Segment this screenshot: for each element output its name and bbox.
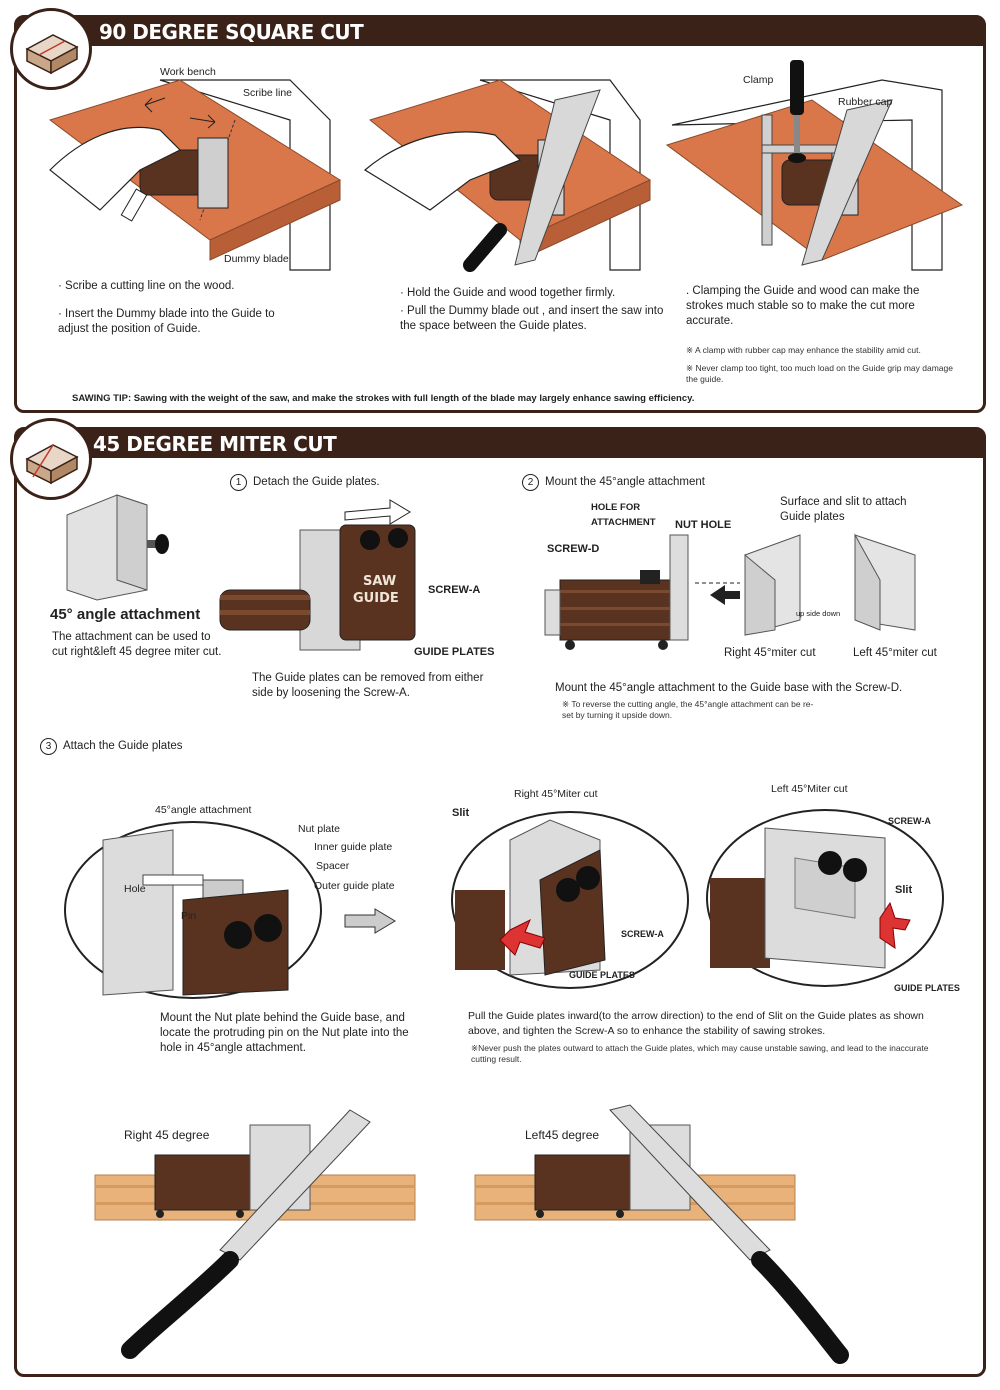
label-scribe-line: Scribe line xyxy=(243,87,293,99)
label-clamp: Clamp xyxy=(743,74,774,86)
label-hole-for-attachment: HOLE FOR ATTACHMENT xyxy=(591,502,656,528)
label-spacer: Spacer xyxy=(316,860,350,872)
left-miter-circle xyxy=(706,809,944,987)
guide-detach-illustration: SAW GUIDE xyxy=(219,499,416,651)
step2-note: ※ To reverse the cutting angle, the 45°a… xyxy=(562,699,814,720)
wood-block-icon xyxy=(10,418,92,500)
step-title-text: Detach the Guide plates. xyxy=(253,476,380,488)
label-slit: Slit xyxy=(452,807,470,819)
label-guide-plates-left: GUIDE PLATES xyxy=(894,983,960,993)
step-number: 3 xyxy=(40,738,57,755)
label-screw-a-left: SCREW-A xyxy=(888,816,931,826)
step2-line1: · Hold the Guide and wood together firml… xyxy=(400,287,616,299)
wood-block-icon xyxy=(10,8,92,90)
bottom-left-label: Left45 degree xyxy=(525,1128,600,1142)
label-rubber-cap: Rubber cap xyxy=(838,96,893,108)
illustration-clamp xyxy=(665,60,964,271)
step1-line1: · Scribe a cutting line on the wood. xyxy=(58,280,235,292)
label-pin: Pin xyxy=(181,910,197,922)
step2-title: 2 Mount the 45°angle attachment xyxy=(522,474,705,491)
step2-desc: Mount the 45°angle attachment to the Gui… xyxy=(555,682,903,694)
guide-brand-saw: SAW xyxy=(363,574,396,589)
step-title-text: Attach the Guide plates xyxy=(63,740,183,752)
illustration-hold xyxy=(363,79,652,272)
right-miter-circle xyxy=(451,811,689,989)
attachment-mount-illustration xyxy=(544,533,916,650)
step-number: 2 xyxy=(522,474,539,491)
step3-note2: ※ Never clamp too tight, too much load o… xyxy=(686,363,953,384)
label-dummy-blade: Dummy blade xyxy=(224,253,289,265)
label-outer-guide: Outer guide plate xyxy=(314,880,395,892)
section-header xyxy=(17,18,983,46)
step3-desc-right: Pull the Guide plates inward(to the arro… xyxy=(468,1010,924,1037)
label-nut-hole: NUT HOLE xyxy=(675,519,732,531)
label-left-miter: Left 45°miter cut xyxy=(853,647,937,659)
bottom-right-label: Right 45 degree xyxy=(124,1128,210,1142)
attachment-desc: The attachment can be used to cut right&… xyxy=(52,631,222,658)
attachment-title: 45° angle attachment xyxy=(50,606,201,623)
label-work-bench: Work bench xyxy=(160,66,216,78)
step-number: 1 xyxy=(230,474,247,491)
label-nut-plate: Nut plate xyxy=(298,823,341,835)
nut-plate-circle xyxy=(64,821,322,999)
attachment-illustration xyxy=(66,494,169,601)
left-45-saw-illustration xyxy=(474,1104,849,1364)
step1-title: 1 Detach the Guide plates. xyxy=(230,474,380,491)
label-up-side-down: up side down xyxy=(796,609,841,618)
guide-brand-guide: GUIDE xyxy=(353,591,399,606)
label-inner-guide: Inner guide plate xyxy=(314,841,393,853)
label-screw-d: SCREW-D xyxy=(547,543,600,555)
label-screw-a: SCREW-A xyxy=(428,584,481,596)
section-title: 45 DEGREE MITER CUT xyxy=(93,432,337,456)
label-slit-left: Slit xyxy=(895,884,913,896)
label-right-miter: Right 45°miter cut xyxy=(724,647,816,659)
step3-note: ※Never push the plates outward to attach… xyxy=(471,1043,929,1064)
label-hole: Hole xyxy=(124,883,146,895)
label-guide-plates-right: GUIDE PLATES xyxy=(569,970,635,980)
step3-desc-left: Mount the Nut plate behind the Guide bas… xyxy=(160,1012,409,1054)
arrow-right-icon xyxy=(344,908,396,934)
label-left-miter-cut: Left 45°Miter cut xyxy=(771,783,848,795)
section-title: 90 DEGREE SQUARE CUT xyxy=(99,20,364,44)
step-title-text: Mount the 45°angle attachment xyxy=(545,476,705,488)
step2-line2: · Pull the Dummy blade out , and insert … xyxy=(400,305,664,332)
step3-note1: ※ A clamp with rubber cap may enhance th… xyxy=(686,345,921,355)
step3-title: 3 Attach the Guide plates xyxy=(40,738,183,755)
step1-desc: The Guide plates can be removed from eit… xyxy=(252,672,484,699)
sawing-tip: SAWING TIP: Sawing with the weight of th… xyxy=(72,393,695,404)
label-right-miter-cut: Right 45°Miter cut xyxy=(514,788,598,800)
illustration-scribe xyxy=(48,79,342,271)
step3-text: . Clamping the Guide and wood can make t… xyxy=(686,285,920,327)
label-guide-plates: GUIDE PLATES xyxy=(414,646,495,658)
label-angle-attachment: 45°angle attachment xyxy=(155,804,252,816)
section-header xyxy=(17,430,983,458)
label-screw-a-right: SCREW-A xyxy=(621,929,664,939)
label-surface-slit: Surface and slit to attach Guide plates xyxy=(780,496,907,523)
right-45-saw-illustration xyxy=(94,1109,416,1359)
step1-line2: · Insert the Dummy blade into the Guide … xyxy=(58,308,275,335)
